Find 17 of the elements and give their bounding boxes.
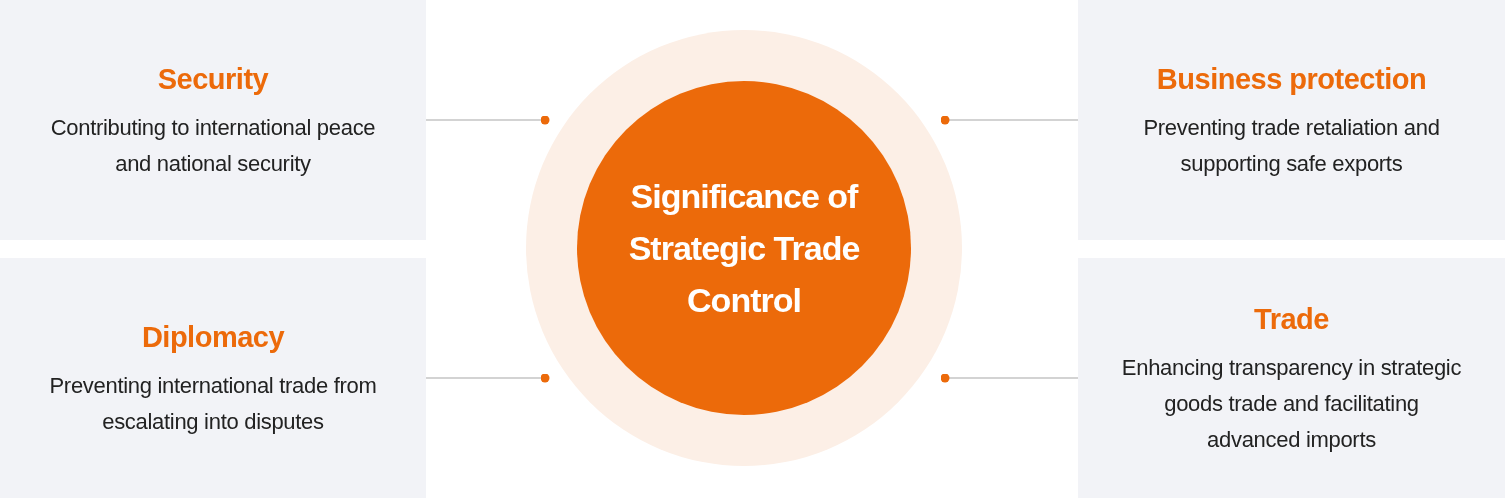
connector-line: [425, 115, 550, 125]
info-panel: [1078, 0, 1505, 240]
connector-line: [425, 373, 550, 383]
panel-description: Enhancing transparency in strategic goods trade and facilitating advanced imports: [1120, 353, 1463, 454]
panel-description: Preventing trade retaliation and supporting safe exports: [1142, 113, 1441, 178]
panel-heading: Diplomacy: [141, 320, 285, 356]
panel-description: Preventing international trade from escalating into disputes: [48, 371, 378, 436]
panel-description: Contributing to international peace and national security: [49, 113, 377, 178]
connector-line: [940, 373, 1079, 383]
info-panel: [1078, 258, 1505, 498]
connector-line: [940, 115, 1079, 125]
panel-heading: Trade: [1254, 302, 1329, 338]
panel-heading: Business protection: [1156, 62, 1427, 98]
info-panel: [0, 258, 426, 498]
panel-heading: Security: [157, 62, 269, 98]
info-panel: [0, 0, 426, 240]
center-title: Significance of Strategic Trade Control: [627, 176, 861, 321]
